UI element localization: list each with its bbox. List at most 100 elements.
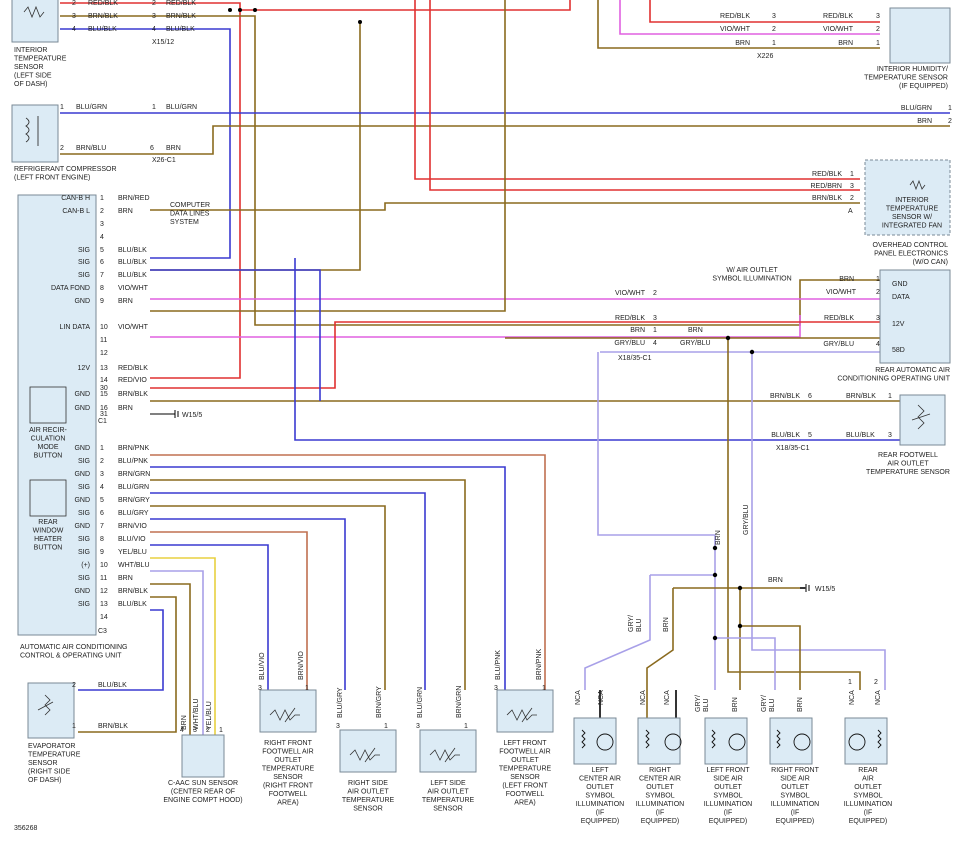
pin-number: 1	[152, 104, 156, 111]
wire-label: BLU/GRY	[337, 687, 344, 718]
pin-number: 1	[464, 723, 468, 730]
pin-number: 3	[653, 315, 657, 322]
computer-data-lines-note: COMPUTER	[170, 202, 210, 209]
pin-signal: (+)	[81, 562, 90, 569]
wire-sig-7	[150, 269, 321, 401]
wire-gnd-9	[150, 0, 506, 312]
lf-footwell-label: OUTLET	[511, 757, 539, 764]
wire-label: BRN/BLK	[812, 195, 842, 202]
wire-rear-12v	[150, 321, 880, 389]
lf-footwell-label: FOOTWELL	[506, 791, 545, 798]
pin-number: 3	[100, 221, 104, 228]
pin-number: 4	[653, 340, 657, 347]
rf-footwell-box	[259, 689, 317, 733]
wire-label: BRN	[797, 697, 804, 712]
wire-c3-7	[150, 531, 308, 690]
pin-number: 6	[808, 393, 812, 400]
wire-label: RED/VIO	[118, 377, 147, 384]
illum-rfs-label: ILLUMINATION	[771, 801, 820, 808]
splice	[749, 349, 755, 355]
rear-footwell-sensor-box	[899, 394, 946, 446]
rs-outlet-label: SENSOR	[353, 806, 383, 813]
pin-number: 1	[219, 727, 223, 734]
wire-label: BLU/GRN	[901, 105, 932, 112]
sun-sensor-label: C-AAC SUN SENSOR	[168, 780, 238, 787]
illum-rear-label: REAR	[858, 767, 877, 774]
connector-label: X15/12	[152, 39, 174, 46]
pin-signal: SIG	[78, 549, 90, 556]
wire-red-blk-a	[240, 0, 571, 11]
wire-label: GRY/	[628, 615, 635, 632]
pin-signal: NCA	[598, 690, 605, 705]
pin-number: 4	[100, 484, 104, 491]
interior-temp-sensor-label: (LEFT SIDE	[14, 73, 52, 80]
wire-oh-brn-blk	[150, 202, 860, 211]
pin-number: 6	[150, 145, 154, 152]
pin-signal: SIG	[78, 259, 90, 266]
rear-ac-unit-label: CONDITIONING OPERATING UNIT	[837, 376, 950, 383]
wire-label: VIO/WHT	[826, 289, 857, 296]
evaporator-label: OF DASH)	[28, 777, 61, 784]
pin-number: 2	[60, 145, 64, 152]
wire-label: BRN/VIO	[118, 523, 147, 530]
illum-rear-label: AIR	[862, 776, 874, 783]
wire-oh-red-blk	[414, 0, 860, 180]
wire-label: BLU/BLK	[118, 259, 147, 266]
pin-number: 2	[72, 0, 76, 7]
illum-rc-label: RIGHT	[649, 767, 672, 774]
pin-number: 5	[100, 497, 104, 504]
wire-lc-gry2	[584, 575, 651, 690]
pin-signal: NCA	[875, 690, 882, 705]
wire-label: BRN/GRY	[118, 497, 150, 504]
lf-footwell-label: AREA)	[514, 800, 535, 807]
wire-label: BRN	[166, 145, 181, 152]
wire-label: WHT/BLU	[118, 562, 150, 569]
compressor-box	[11, 104, 59, 163]
resistor-icons	[581, 729, 882, 749]
wire-label: VIO/WHT	[720, 26, 751, 33]
pin-number: 2	[100, 208, 104, 215]
wire-label: BRN/BLU	[76, 145, 106, 152]
pin-signal: SIG	[78, 458, 90, 465]
compressor-label: (LEFT FRONT ENGINE)	[14, 175, 90, 182]
pin-number: 3	[876, 13, 880, 20]
coil-icon	[25, 116, 39, 146]
rear-heater-button	[29, 479, 67, 517]
overhead-panel-label: OVERHEAD CONTROL	[873, 242, 949, 249]
illum-rc-label: EQUIPPED)	[641, 818, 680, 825]
rear-ac-unit-label: REAR AUTOMATIC AIR	[875, 367, 950, 374]
recirc-button-label: CULATION	[31, 436, 66, 443]
pin-number: 3	[72, 13, 76, 20]
humidity-sensor-box	[889, 7, 951, 64]
pin-number: 13	[100, 365, 108, 372]
ls-outlet-label: LEFT SIDE	[430, 780, 466, 787]
wire-label: BLU/GRN	[166, 104, 197, 111]
wire-label: RED/BLK	[88, 0, 118, 7]
wire-label: BLU/GRN	[118, 484, 149, 491]
wire-rf-blu-blk	[294, 258, 900, 441]
sun-sensor-label: (CENTER REAR OF	[171, 789, 235, 796]
pin-number: 6	[100, 259, 104, 266]
interior-temp-sensor-label: TEMPERATURE	[14, 56, 67, 63]
wire-label: BRN	[118, 298, 133, 305]
pin-number: 3	[152, 13, 156, 20]
pin-number: 1	[653, 327, 657, 334]
thermistor-icon	[911, 404, 931, 430]
pin-number: 5	[808, 432, 812, 439]
illum-rfs-label: SYMBOL	[780, 793, 809, 800]
wire-brn-blk-top	[60, 15, 880, 326]
wire-label: BLU/BLK	[118, 601, 147, 608]
connector-label: X18/35-C1	[618, 355, 652, 362]
pin-signal: DATA FOND	[51, 285, 90, 292]
pin-number: 7	[100, 523, 104, 530]
pin-number: 3	[416, 723, 420, 730]
pin-number: 30	[100, 385, 108, 392]
wire-c3-6	[150, 518, 346, 690]
recirc-button	[29, 386, 67, 424]
pin-number: 13	[100, 601, 108, 608]
splice	[228, 8, 232, 12]
wire-label: BLU/BLK	[98, 682, 127, 689]
pin-number: 1	[384, 723, 388, 730]
pin-number: 1	[60, 104, 64, 111]
pin-number: 1	[305, 685, 309, 692]
